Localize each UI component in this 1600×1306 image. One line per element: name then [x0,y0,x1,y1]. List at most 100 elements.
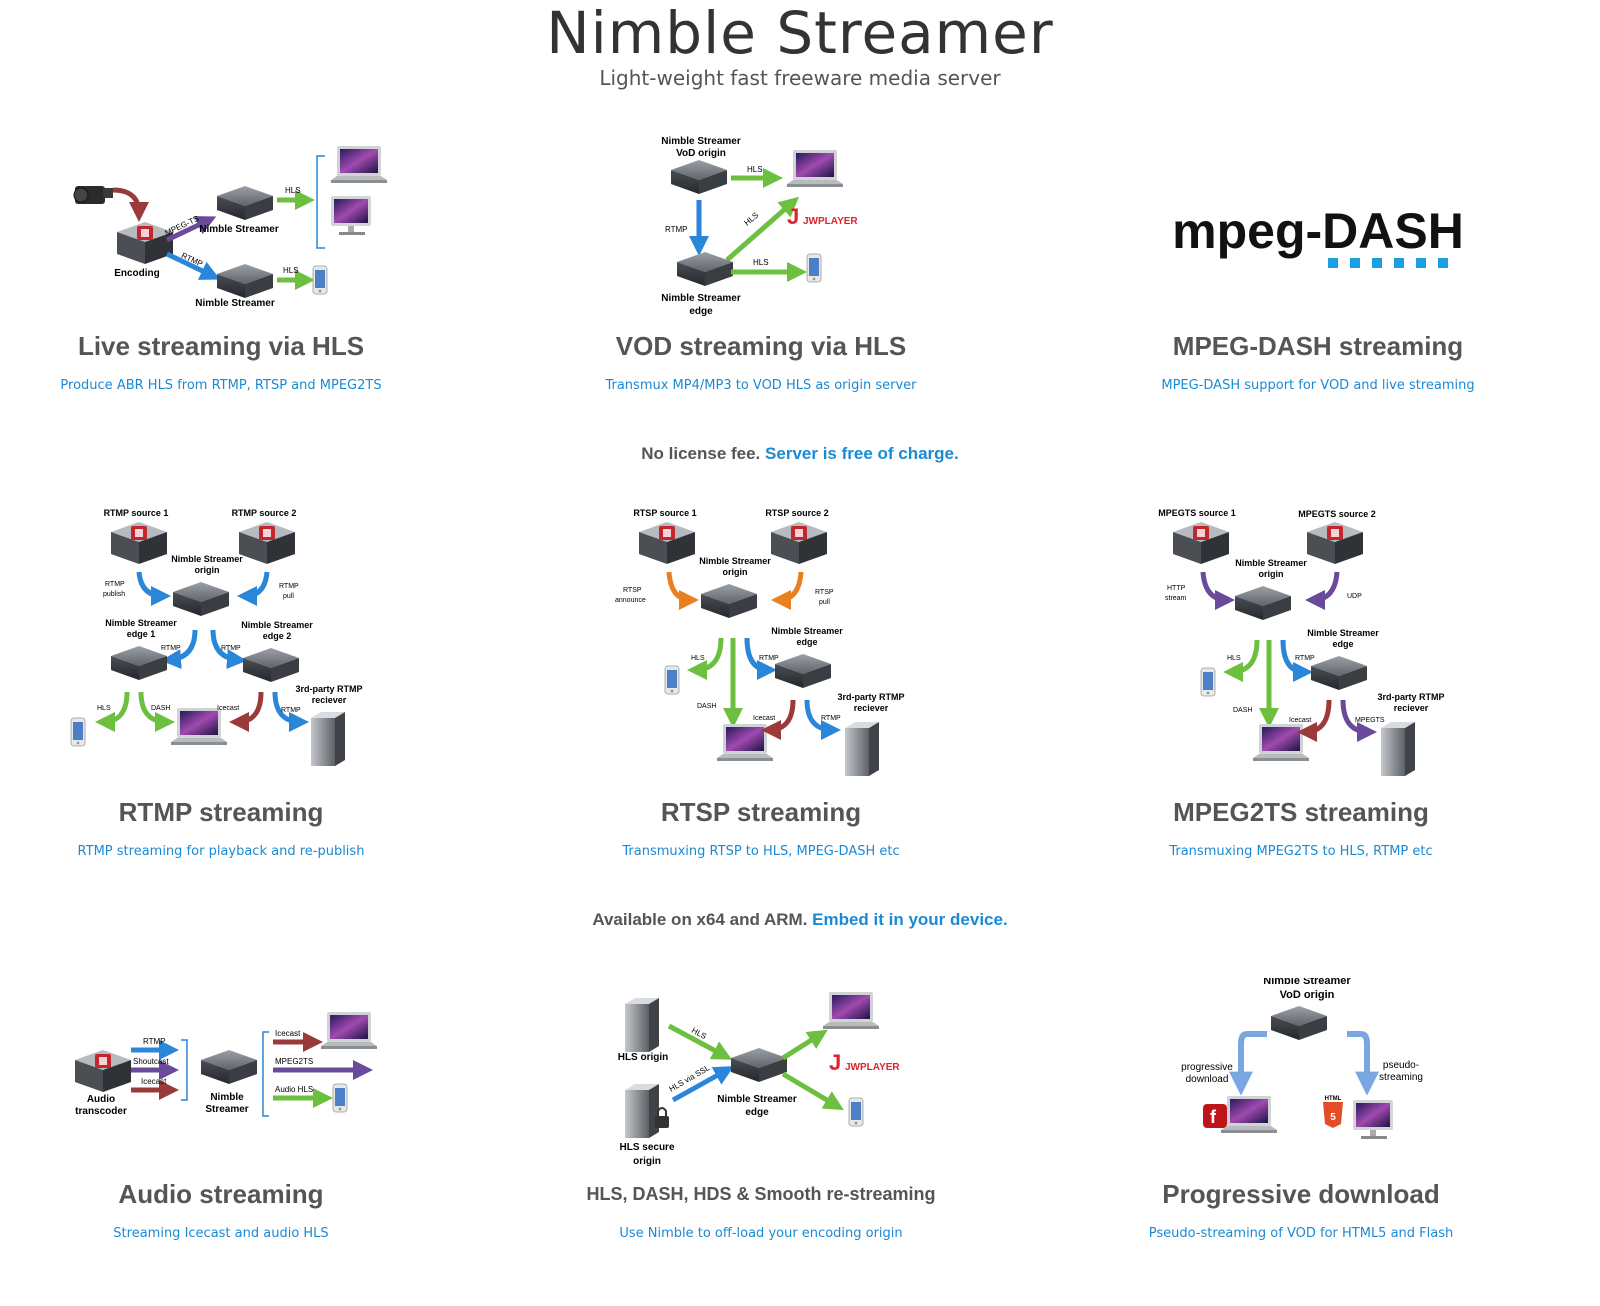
audio-transcoder-icon [75,1050,131,1092]
svg-text:HTML: HTML [1325,1096,1342,1102]
vod-edge-label2: edge [689,306,713,317]
rtmp-src1-label: RTMP source 1 [104,508,169,518]
restream-phone-icon [848,1097,864,1127]
tagline-platform-link[interactable]: Embed it in your device. [812,910,1008,929]
html5-icon: HTML 5 [1323,1096,1343,1128]
mpegts-http-label2: stream [1165,595,1187,602]
rtmp-origin-label2: origin [195,565,220,575]
feature-restream: HLS origin HLS secure origin HLS HLS via… [531,978,991,1241]
progressive-link[interactable]: Pseudo-streaming of VOD for HTML5 and Fl… [1148,1226,1454,1241]
audio-ns-label1: Nimble [210,1092,244,1103]
audio-trans-label1: Audio [87,1094,115,1105]
audio-svg: Audio transcoder RTMP Shoutcast Icecast … [75,1012,377,1117]
svg-text:5: 5 [1330,1112,1336,1123]
vod-origin-label2: VoD origin [676,148,726,159]
restream-diagram: HLS origin HLS secure origin HLS HLS via… [531,978,991,1178]
tagline-platform-text: Available on x64 and ARM. [592,910,808,929]
mpegts-udp-label: UDP [1347,593,1362,600]
feature-mpegts: MPEGTS source 1 MPEGTS source 2 Nimble S… [1071,508,1531,859]
live-laptop-icon [331,146,387,183]
vod-origin-icon [671,160,727,194]
restream-jwplayer-logo: J JWPLAYER [829,1050,900,1075]
vod-hls-svg: Nimble Streamer VoD origin HLS RTMP HLS … [661,136,858,317]
rtsp-origin-label2: origin [723,567,748,577]
audio-ns-label2: Streamer [205,1104,248,1115]
feature-live-hls: Encoding MPEG-TS RTMP Nimble Streamer Ni… [0,130,451,393]
rtsp-link[interactable]: Transmuxing RTSP to HLS, MPEG-DASH etc [622,844,900,859]
mpegts-phone-icon [1200,667,1216,697]
jwplayer-logo: J JWPLAYER [787,204,858,229]
audio-icecast-label: Icecast [141,1077,167,1086]
audio-rtmp-label: RTMP [143,1037,166,1046]
rtmp-pub-label1: RTMP [105,581,125,588]
restream-link[interactable]: Use Nimble to off-load your encoding ori… [619,1226,903,1241]
rtsp-third-label2: reciever [854,703,889,713]
mpegts-link[interactable]: Transmuxing MPEG2TS to HLS, RTMP etc [1169,844,1433,859]
rtmp-link[interactable]: RTMP streaming for playback and re-publi… [77,844,365,859]
progressive-vod-label2: VoD origin [1280,989,1335,1001]
mpegts-origin-label1: Nimble Streamer [1235,558,1307,568]
rtsp-dash-label: DASH [697,703,716,710]
rtsp-origin-icon [701,584,757,618]
rtmp-edge1-label1: Nimble Streamer [105,618,177,628]
vod-hls-link[interactable]: Transmux MP4/MP3 to VOD HLS as origin se… [605,378,917,393]
audio-title: Audio streaming [118,1179,324,1209]
lock-icon [655,1107,669,1128]
rtsp-ann-label2: announce [615,597,646,604]
live-hls-link[interactable]: Produce ABR HLS from RTMP, RTSP and MPEG… [60,378,382,393]
mpegts-src2-icon [1307,522,1363,564]
rtsp-svg: RTSP source 1 RTSP source 2 Nimble Strea… [615,508,905,776]
rtsp-title: RTSP streaming [660,797,862,827]
mpegts-origin-label2: origin [1259,569,1284,579]
mpeg-dash-link[interactable]: MPEG-DASH support for VOD and live strea… [1161,378,1475,393]
rtmp-third-label1: 3rd-party RTMP [295,684,362,694]
progressive-desktop-icon [1353,1100,1393,1139]
audio-trans-label2: transcoder [75,1106,127,1117]
progressive-vod-label1: Nimble Streamer [1263,978,1351,987]
progressive-laptop-icon [1221,1096,1277,1133]
restream-edge-label2: edge [745,1107,769,1118]
live-hls2-label: HLS [283,266,299,275]
rtmp-src2-label: RTMP source 2 [232,508,297,518]
restream-secure-label1: HLS secure [619,1142,674,1153]
mpegts-edge-label1: Nimble Streamer [1307,628,1379,638]
rtsp-icecast-label: Icecast [753,715,775,722]
rtmp-svg: RTMP source 1 RTMP source 2 Nimble Strea… [70,508,363,766]
feature-rtmp: RTMP source 1 RTMP source 2 Nimble Strea… [0,508,451,859]
rtmp-src2-icon [239,522,295,564]
rtsp-src1-icon [639,522,695,564]
feature-mpeg-dash: mpeg-DASH MPEG-DASH streaming MPEG-DASH … [1088,130,1548,393]
rtsp-edge-icon [775,654,831,688]
mpegts-http-label1: HTTP [1167,585,1186,592]
svg-text:J: J [787,204,799,229]
feature-progressive: Nimble Streamer VoD origin progressive d… [1071,978,1531,1241]
mpegts-src1-icon [1173,522,1229,564]
live-encoding-label: Encoding [114,268,160,279]
rtmp-edge2-label2: edge 2 [263,631,292,641]
rtmp-origin-label1: Nimble Streamer [171,554,243,564]
live-hls1-label: HLS [285,186,301,195]
audio-out1-label: Icecast [275,1029,301,1038]
rtmp-edge2-icon [243,648,299,682]
vod-edge-icon [677,252,733,286]
mpegts-third-label1: 3rd-party RTMP [1377,692,1444,702]
feature-audio: Audio transcoder RTMP Shoutcast Icecast … [0,978,451,1241]
progressive-server-icon [1271,1006,1327,1040]
audio-out2-label: MPEG2TS [275,1057,313,1066]
vod-hls2-label: HLS [743,211,761,228]
vod-phone-icon [806,253,822,283]
restream-svg: HLS origin HLS secure origin HLS HLS via… [618,992,900,1167]
audio-link[interactable]: Streaming Icecast and audio HLS [113,1226,329,1241]
progressive-diagram: Nimble Streamer VoD origin progressive d… [1071,978,1531,1178]
progressive-pseudo-label2: streaming [1379,1072,1423,1083]
mpegts-hls-label: HLS [1227,655,1241,662]
live-desktop-icon [331,196,371,235]
page-subtitle: Light-weight fast freeware media server [599,66,1001,90]
vod-hls-title: VOD streaming via HLS [615,331,907,361]
rtsp-hls-label: HLS [691,655,705,662]
rtmp-pull-label2: pull [283,593,294,600]
vod-laptop-icon [787,150,843,187]
mpeg-dash-logo: mpeg-DASH [1088,130,1548,330]
tagline-license-text: No license fee. [641,444,761,463]
tagline-license-link[interactable]: Server is free of charge. [765,444,959,463]
